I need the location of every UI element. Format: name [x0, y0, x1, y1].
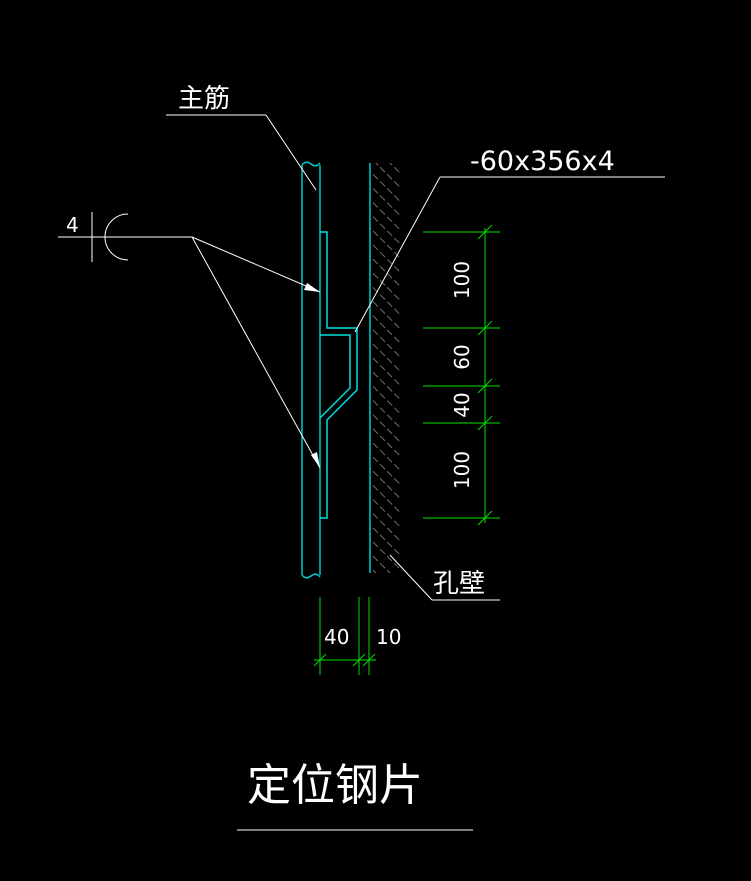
weld-symbol [58, 212, 321, 469]
weld-size-label: 4 [66, 213, 79, 237]
main-rebar [301, 161, 321, 579]
arrow-head [304, 283, 320, 292]
positioning-plate [319, 231, 358, 519]
plate-spec-label: -60x356x4 [470, 146, 615, 177]
main-rebar-label: 主筋 [178, 84, 230, 114]
drawing-title: 定位钢片 [247, 760, 423, 811]
hole-wall-leader [389, 554, 500, 601]
hole-wall [369, 163, 400, 573]
arrow-head [311, 452, 320, 468]
dimension-100-bottom: 100 [450, 451, 474, 489]
dimension-60: 60 [450, 344, 474, 369]
plate-spec-leader [354, 176, 665, 333]
main-rebar-leader [166, 114, 317, 191]
dimension-40-horizontal: 40 [324, 625, 349, 649]
dimension-10: 10 [376, 625, 401, 649]
dimension-100-top: 100 [450, 261, 474, 299]
dimension-40-vertical: 40 [450, 392, 474, 417]
hole-wall-label: 孔壁 [433, 569, 485, 599]
vertical-dimension-chain [423, 224, 500, 526]
horizontal-dimension-chain [313, 597, 376, 675]
